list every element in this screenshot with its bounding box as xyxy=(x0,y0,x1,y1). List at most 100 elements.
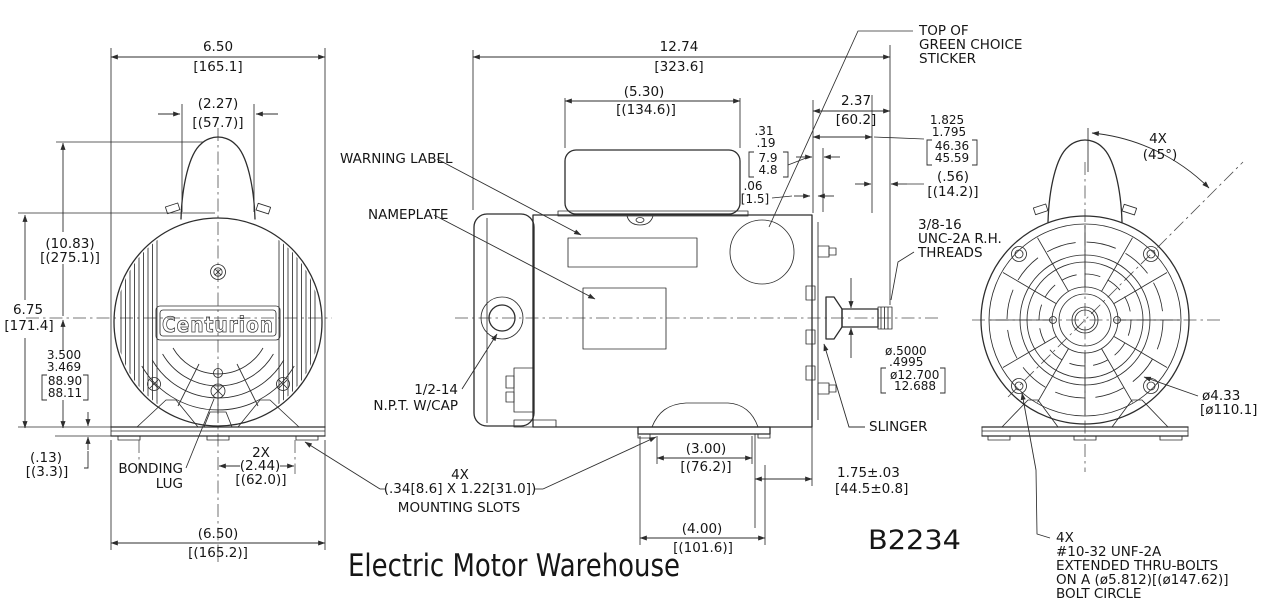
logo-plate xyxy=(155,305,281,341)
fan-dia-leader xyxy=(1143,376,1199,397)
hump-clamp-right xyxy=(255,202,272,215)
label-npt-2: N.P.T. W/CAP xyxy=(373,398,458,414)
label-threads-1: 3/8-16 xyxy=(918,217,962,233)
dim-overall-height-in: (10.83) xyxy=(45,236,94,252)
warning-label-rect xyxy=(567,237,698,268)
dim-31: .31 xyxy=(754,124,773,138)
dim-base-thickness-in: (.13) xyxy=(30,450,62,466)
bonding-lug-hardware xyxy=(210,368,226,399)
front-motor-shell xyxy=(113,217,323,427)
dim-shaft-length-mm: [44.5±0.8] xyxy=(835,481,908,497)
dim-overall-length-in: 12.74 xyxy=(660,39,699,55)
note-slots-qty: 4X xyxy=(451,467,469,483)
dim-angle-qty: 4X xyxy=(1149,131,1167,147)
dim-front-width-mm: [165.1] xyxy=(193,59,242,75)
conduit-box xyxy=(505,367,557,428)
label-sticker-2: GREEN CHOICE xyxy=(919,37,1022,53)
dim-1825-mm-min: 45.59 xyxy=(935,151,969,165)
dim-fan-dia-mm: [ø110.1] xyxy=(1200,402,1257,418)
label-warning: WARNING LABEL xyxy=(340,151,453,167)
side-foot xyxy=(637,402,771,439)
dim-overall-height-mm: [(275.1)] xyxy=(40,250,100,266)
dim-shell-height-mm: [171.4] xyxy=(4,318,53,334)
note-slots-label: MOUNTING SLOTS xyxy=(398,500,520,516)
top-cover xyxy=(564,149,741,215)
dim-1825-in-max: 1.825 xyxy=(930,113,964,127)
rear-fan-guard xyxy=(990,225,1180,415)
dim-shaft-dia-in-max: ø.5000 xyxy=(885,344,927,358)
dim-base-width-in: (6.50) xyxy=(198,526,239,542)
label-bonding-lug-1: BONDING xyxy=(118,461,183,477)
note-thru-bolts-3: EXTENDED THRU-BOLTS xyxy=(1056,558,1218,574)
rear-bracket-details xyxy=(805,222,837,420)
dim-foot-3-in: (3.00) xyxy=(686,441,727,457)
motor-body xyxy=(532,214,813,428)
dim-foot-3-mm: [(76.2)] xyxy=(680,459,731,475)
front-grill-arcs xyxy=(141,347,295,414)
hump-clamp-left xyxy=(164,202,181,215)
dim-shaft-height-in-max: 3.500 xyxy=(47,348,81,362)
dim-79: 7.9 xyxy=(758,151,777,165)
nameplate-rect xyxy=(582,287,667,350)
dim-slot-qty: 2X xyxy=(252,445,270,461)
dim-56-in: (.56) xyxy=(937,169,969,185)
front-top-screw xyxy=(213,267,223,277)
dim-06-in: .06 xyxy=(743,179,762,193)
bonding-lug-leader xyxy=(185,398,215,469)
note-thru-bolts-4: ON A (ø5.812)[(ø147.62)] xyxy=(1056,572,1229,588)
note-thru-bolts-5: BOLT CIRCLE xyxy=(1056,586,1141,602)
label-threads-2: UNC-2A R.H. xyxy=(918,231,1002,247)
nameplate-leader xyxy=(433,214,596,300)
front-view: Centurion xyxy=(4,39,332,562)
dim-hump-width-mm: [(57.7)] xyxy=(192,115,243,131)
dim-foot-4-in: (4.00) xyxy=(682,521,723,537)
dim-foot-4-mm: [(101.6)] xyxy=(673,540,733,556)
dim-48: 4.8 xyxy=(758,163,777,177)
brand-logo-text: Centurion xyxy=(162,313,274,337)
rear-view: 4X (45°) ø4.33 [ø110.1] 4X #10-32 UNF-2A… xyxy=(972,128,1257,602)
dim-06-mm: [1.5] xyxy=(741,192,769,206)
note-thru-bolts-1: 4X xyxy=(1056,530,1074,546)
dim-shaft-dia-mm-max: ø12.700 xyxy=(890,368,939,382)
note-slots-size: (.34[8.6] X 1.22[31.0]) xyxy=(384,481,537,497)
dim-base-width-mm: [(165.2)] xyxy=(188,545,248,561)
dim-56-mm: [(14.2)] xyxy=(927,184,978,200)
dim-19: .19 xyxy=(756,136,775,150)
label-npt-1: 1/2-14 xyxy=(414,382,458,398)
rear-shell xyxy=(980,215,1190,425)
label-sticker-3: STICKER xyxy=(919,51,976,67)
dim-shell-height-in: 6.75 xyxy=(13,302,43,318)
front-base xyxy=(110,399,326,441)
dim-shaft-dia-in-min: .4995 xyxy=(889,355,923,369)
vendor-watermark: Electric Motor Warehouse xyxy=(348,548,680,584)
thru-bolt-leader-arrow xyxy=(1020,392,1037,471)
dim-1825-mm-max: 46.36 xyxy=(935,139,969,153)
note-thru-bolts-2: #10-32 UNF-2A xyxy=(1056,544,1162,560)
angle-dim-arc xyxy=(1091,131,1210,189)
front-top-screw-boss xyxy=(210,264,226,280)
rear-base xyxy=(981,399,1189,441)
dim-237-in: 2.37 xyxy=(841,93,871,109)
label-bonding-lug-2: LUG xyxy=(156,476,183,492)
conduit-hole xyxy=(488,304,516,332)
dim-1825-in-min: 1.795 xyxy=(932,125,966,139)
dim-shaft-height-in-min: 3.469 xyxy=(47,360,81,374)
dim-shaft-height-mm-min: 88.11 xyxy=(48,386,82,400)
slinger-leader xyxy=(823,343,865,428)
dim-front-width-in: 6.50 xyxy=(203,39,233,55)
dim-237-mm: [60.2] xyxy=(836,112,877,128)
side-view: WARNING LABEL NAMEPLATE 1/2-14 N.P.T. W/… xyxy=(304,23,1022,556)
dim-cover-in: (5.30) xyxy=(624,84,665,100)
label-nameplate: NAMEPLATE xyxy=(368,207,448,223)
green-choice-sticker xyxy=(729,219,795,285)
dim-shaft-height-mm-max: 88.90 xyxy=(48,374,82,388)
dim-base-thickness-mm: [(3.3)] xyxy=(26,464,69,480)
dim-overall-length-mm: [323.6] xyxy=(654,59,703,75)
dim-fan-dia-in: ø4.33 xyxy=(1202,388,1240,404)
logo-plate-inner xyxy=(159,309,277,337)
dim-shaft-length-in: 1.75±.03 xyxy=(837,465,900,481)
dim-cover-mm: [(134.6)] xyxy=(616,102,676,118)
rear-diagonal-centerline xyxy=(1007,161,1244,398)
front-dimensions: 6.50 [165.1] (2.27) [(57.7)] (10.83) [(2… xyxy=(4,39,326,561)
